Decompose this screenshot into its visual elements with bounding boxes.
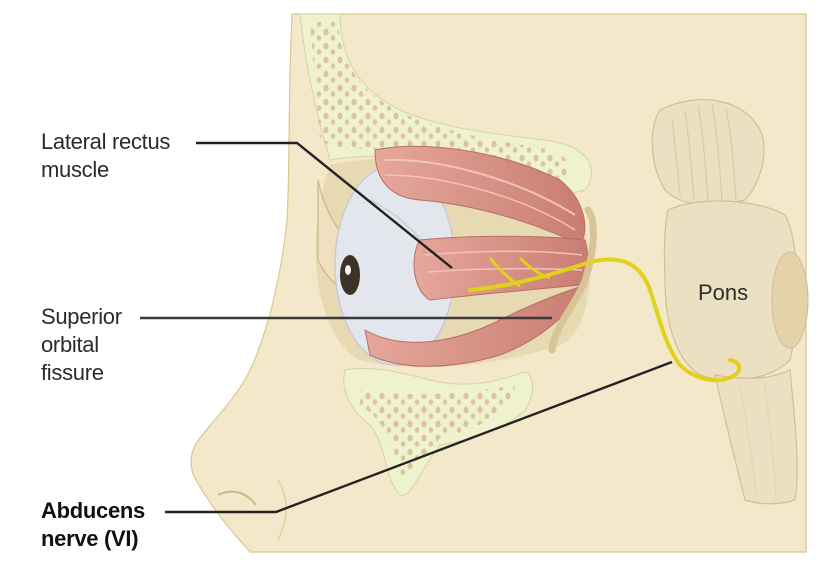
label-superior-orbital-fissure: Superior orbital fissure — [41, 303, 122, 387]
label-line: Lateral rectus — [41, 129, 171, 154]
label-pons: Pons — [698, 280, 749, 305]
iris — [340, 255, 360, 295]
label-line: fissure — [41, 360, 104, 385]
pons — [663, 200, 798, 381]
label-abducens-nerve: Abducens nerve (VI) — [41, 497, 145, 553]
leader-line-abducens-nerve — [165, 360, 673, 514]
fissure-bone — [548, 206, 597, 354]
label-line: Abducens — [41, 498, 145, 523]
label-lateral-rectus-muscle: Lateral rectus muscle — [41, 128, 170, 184]
label-line: nerve (VI) — [41, 526, 139, 551]
medulla — [714, 369, 798, 505]
label-line: Superior — [41, 304, 122, 329]
label-line: muscle — [41, 157, 109, 182]
label-line: orbital — [41, 332, 99, 357]
abducens-nerve — [468, 257, 742, 383]
cerebellum — [651, 99, 765, 206]
leader-line-lateral-rectus — [196, 141, 453, 269]
